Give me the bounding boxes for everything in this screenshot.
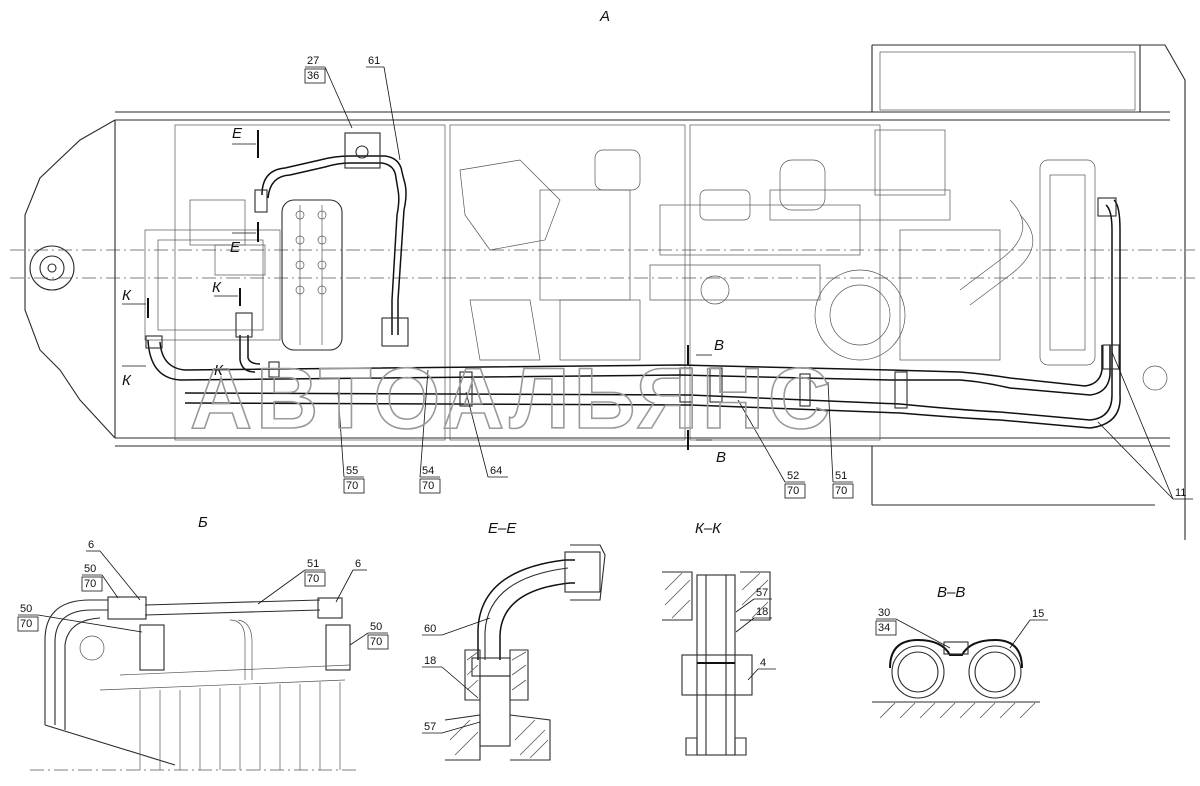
callout-54b: 70 (422, 480, 434, 492)
cut-k-1: К (122, 287, 132, 304)
detail-b: Б 6 50 70 50 7 (17, 514, 389, 771)
pipe-run (145, 197, 1121, 429)
main-callouts: 27 36 61 55 70 54 70 64 52 70 (304, 55, 1193, 500)
pipe-section-right (968, 645, 1022, 699)
section-ee-callout-18: 18 (424, 655, 436, 667)
cut-k-2: К (122, 372, 132, 389)
clamp-52 (679, 367, 693, 403)
section-vv-callout-30: 30 (878, 607, 890, 619)
detail-b-callout-50b: 50 (20, 603, 32, 615)
detail-b-callout-50b2: 70 (20, 618, 32, 630)
detail-b-callout-50c: 50 (370, 621, 382, 633)
valve-27 (344, 132, 381, 169)
pipe-section-left (891, 645, 945, 699)
fitting-k (235, 312, 253, 338)
cut-k-4: К (214, 362, 224, 379)
section-kk-callout-18: 18 (756, 606, 768, 618)
cut-e-top: Е (232, 125, 243, 142)
section-ee-callout-57: 57 (424, 721, 436, 733)
front-bracket (24, 119, 116, 439)
watermark: АВТОАЛЬЯНС (190, 351, 834, 447)
callout-36: 36 (307, 70, 319, 82)
callout-61: 61 (368, 55, 380, 67)
bracket-pivot (29, 245, 75, 291)
detail-b-callout-50a: 50 (84, 563, 96, 575)
callout-52: 52 (787, 470, 799, 482)
section-kk-callout-4: 4 (760, 657, 766, 669)
detail-b-callout-50a2: 70 (84, 578, 96, 590)
section-vv-callout-34: 34 (878, 622, 890, 634)
section-kk-callout-57: 57 (756, 587, 768, 599)
view-label-ee: Е–Е (488, 520, 517, 537)
callout-51: 51 (835, 470, 847, 482)
view-label-vv: В–В (937, 584, 965, 601)
clamp-64 (459, 371, 473, 407)
section-cut-markers: Е Е К К К К В В (122, 125, 726, 466)
section-vv: В–В 30 34 15 (872, 584, 1048, 719)
frame-rails (10, 111, 1195, 447)
detail-b-callout-51b: 70 (307, 573, 319, 585)
engine-components (144, 124, 1168, 441)
section-kk: К–К 57 18 4 (662, 520, 776, 756)
view-label-b: Б (198, 514, 208, 531)
callout-55: 55 (346, 465, 358, 477)
hose-61 (254, 132, 409, 347)
clamp-50-a (107, 596, 147, 620)
view-label-a: А (599, 8, 610, 25)
cut-e-bottom: Е (230, 239, 241, 256)
cut-k-3: К (212, 279, 222, 296)
main-view: А (10, 8, 1195, 540)
callout-11: 11 (1175, 487, 1186, 499)
section-vv-callout-15: 15 (1032, 608, 1044, 620)
callout-51b: 70 (835, 485, 847, 497)
section-ee-callout-60: 60 (424, 623, 436, 635)
clamp-50-c (325, 624, 351, 671)
callout-55b: 70 (346, 480, 358, 492)
clamp-51 (894, 371, 908, 409)
clamp-50-b (139, 624, 165, 671)
cab-housing (871, 44, 1186, 540)
callout-54: 54 (422, 465, 434, 477)
callout-27: 27 (307, 55, 319, 67)
detail-b-callout-51: 51 (307, 558, 319, 570)
detail-b-callout-50c2: 70 (370, 636, 382, 648)
cut-v-bottom: В (716, 449, 726, 466)
callout-64: 64 (490, 465, 502, 477)
callout-52b: 70 (787, 485, 799, 497)
detail-b-callout-6a: 6 (88, 539, 94, 551)
section-ee: Е–Е 60 18 57 (422, 520, 606, 761)
detail-b-callout-6b: 6 (355, 558, 361, 570)
cut-v-top: В (714, 337, 724, 354)
fitting-block (381, 317, 409, 347)
view-label-kk: К–К (695, 520, 722, 537)
